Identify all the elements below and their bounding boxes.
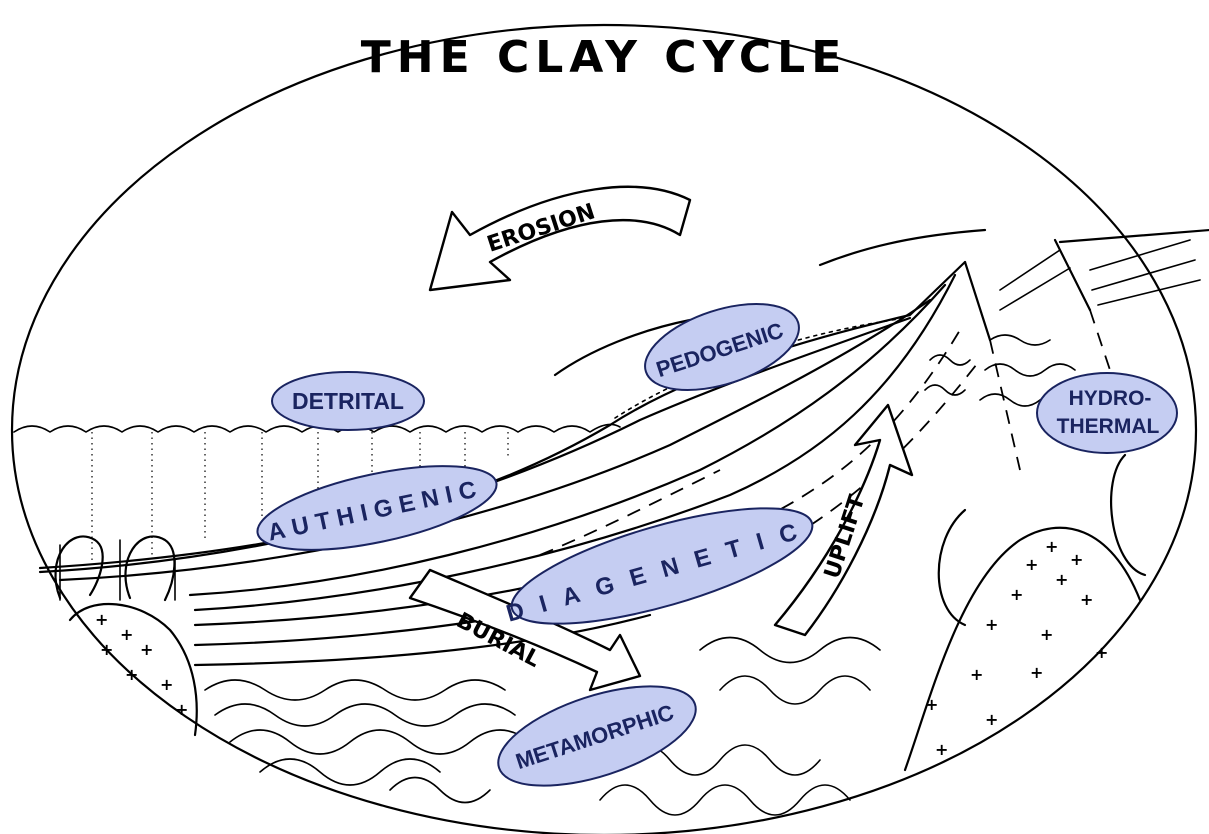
svg-text:+: + (970, 665, 983, 684)
svg-text:+: + (985, 710, 998, 729)
svg-text:+: + (1030, 663, 1043, 682)
detrital-bubble: DETRITAL (272, 372, 424, 430)
svg-text:+: + (95, 610, 108, 629)
pedogenic-bubble: PEDOGENIC (634, 287, 809, 407)
svg-text:+: + (1010, 585, 1023, 604)
svg-text:+: + (1095, 643, 1108, 662)
svg-text:+: + (1040, 625, 1053, 644)
hydrothermal-bubble: HYDRO- THERMAL (1037, 373, 1177, 453)
svg-text:+: + (100, 640, 113, 659)
diagenetic-bubble: DIAGENETIC (501, 485, 823, 648)
svg-text:+: + (1025, 555, 1038, 574)
svg-text:+: + (1080, 590, 1093, 609)
svg-text:+: + (1055, 570, 1068, 589)
hydrothermal-label-line2: THERMAL (1057, 415, 1160, 438)
diagram-title: THE CLAY CYCLE (361, 32, 848, 83)
svg-text:+: + (1070, 550, 1083, 569)
svg-text:+: + (125, 665, 138, 684)
svg-text:+: + (175, 700, 188, 719)
svg-text:+: + (120, 625, 133, 644)
svg-text:+: + (925, 695, 938, 714)
svg-text:+: + (160, 675, 173, 694)
svg-text:+: + (935, 740, 948, 759)
svg-text:+: + (1045, 537, 1058, 556)
authigenic-bubble: AUTHIGENIC (251, 449, 504, 566)
detrital-label: DETRITAL (292, 388, 404, 414)
erosion-arrow[interactable]: EROSION (430, 187, 690, 290)
svg-text:+: + (985, 615, 998, 634)
hydrothermal-label-line1: HYDRO- (1069, 387, 1152, 410)
svg-text:+: + (140, 640, 153, 659)
